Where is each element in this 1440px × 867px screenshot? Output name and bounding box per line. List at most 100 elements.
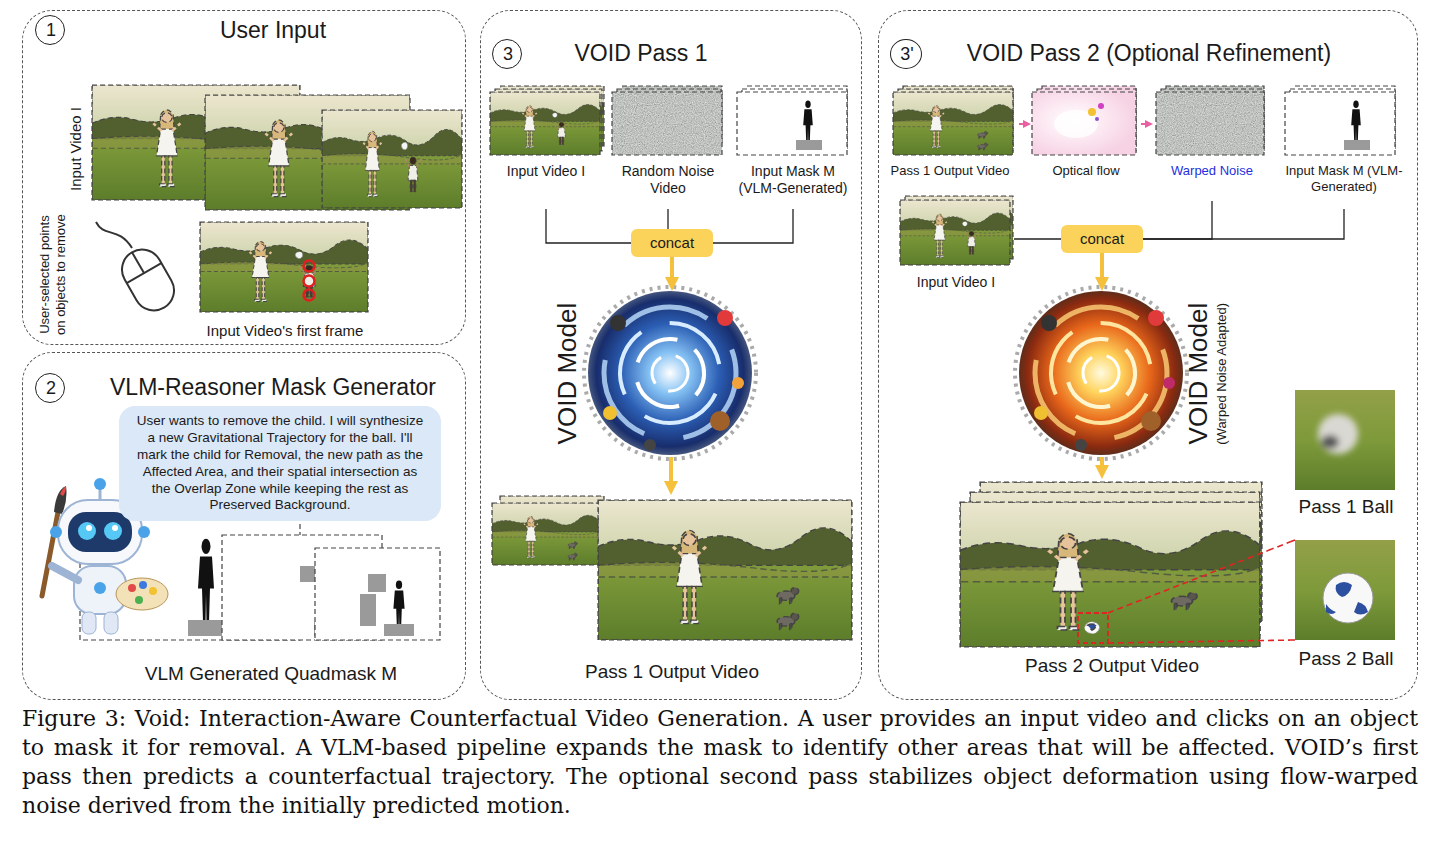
step-number: 1 bbox=[46, 20, 56, 42]
text-slot: concat bbox=[631, 229, 713, 257]
video-frames bbox=[598, 500, 852, 640]
model-swirl bbox=[1163, 377, 1175, 389]
text-slot: User-selected points on objects to remov… bbox=[28, 209, 78, 341]
video-thumbnail: Pass 2 Output Video bbox=[956, 479, 1268, 683]
text-slot: Input Mask M (VLM-Generated) bbox=[1279, 163, 1409, 209]
ball-zoom bbox=[1323, 573, 1373, 623]
stage-panel: VOID Pass 2 (Optional Refinement)3'Pass … bbox=[878, 10, 1418, 700]
mask-frames bbox=[1351, 100, 1361, 142]
connector bbox=[1100, 457, 1104, 465]
text-slot: User Input bbox=[83, 11, 463, 51]
model-swirl bbox=[588, 291, 752, 455]
optical-flow-frames bbox=[1095, 117, 1099, 121]
mouse-icon bbox=[115, 242, 182, 317]
image-label: Pass 1 Output Video bbox=[890, 163, 1009, 179]
text-slot: VOID Model bbox=[546, 291, 590, 457]
text-slot: 1 bbox=[36, 16, 66, 46]
video-frames bbox=[322, 110, 462, 208]
ball-zoom bbox=[1295, 390, 1395, 490]
robot-mascot bbox=[52, 566, 78, 580]
concat-label: concat bbox=[1080, 230, 1124, 248]
robot-mascot bbox=[138, 526, 150, 538]
image-label: Pass 1 Ball bbox=[1298, 496, 1393, 519]
video-frames bbox=[200, 222, 368, 312]
stage-panel: User Input1Input Video IInput Video's fi… bbox=[22, 10, 466, 345]
zoom-leader bbox=[1108, 540, 1295, 613]
model-swirl bbox=[1062, 334, 1141, 413]
image-label: Input Video I bbox=[917, 274, 995, 291]
video-frames bbox=[492, 503, 600, 565]
video-frames bbox=[322, 110, 462, 208]
robot-mascot bbox=[135, 596, 143, 604]
connector bbox=[1268, 542, 1291, 641]
ball-zoom bbox=[1326, 604, 1336, 614]
text-slot: concat bbox=[1061, 225, 1143, 253]
model-swirl bbox=[631, 334, 710, 413]
connector bbox=[1143, 201, 1212, 239]
model-swirl bbox=[610, 315, 626, 331]
mouse-icon bbox=[96, 222, 181, 318]
click-points bbox=[304, 261, 315, 301]
connector bbox=[670, 257, 674, 277]
step-circle: 3 bbox=[492, 39, 522, 69]
text-slot: Pass 2 Output Video bbox=[956, 649, 1268, 683]
step-circle: 1 bbox=[35, 15, 65, 45]
video-thumbnail: Random Noise Video bbox=[608, 89, 728, 209]
text-slot: 3 bbox=[493, 40, 523, 70]
noise-frames bbox=[612, 92, 722, 155]
quadmask-frames bbox=[300, 566, 316, 582]
text-slot: VOID Pass 2 (Optional Refinement) bbox=[919, 34, 1379, 74]
click-points bbox=[304, 261, 315, 272]
optical-flow-frames bbox=[1088, 108, 1096, 116]
text-slot: Input Video's first frame bbox=[191, 317, 379, 345]
mask-frames bbox=[737, 86, 1395, 155]
step-number: 2 bbox=[46, 378, 56, 400]
quadmask-frames bbox=[393, 580, 404, 628]
model-swirl bbox=[1035, 307, 1167, 439]
zoom-inset: Pass 1 Ball bbox=[1291, 389, 1401, 521]
zoom-box bbox=[1078, 613, 1108, 643]
model-swirl bbox=[1015, 287, 1187, 459]
video-thumbnail: VLM Generated Quadmask M bbox=[81, 517, 461, 691]
model-swirl bbox=[1034, 406, 1048, 420]
optical-flow-frames bbox=[1032, 86, 1136, 155]
video-frames bbox=[200, 222, 368, 312]
text-slot: Optical flow bbox=[1031, 163, 1141, 201]
mouse-icon bbox=[132, 252, 144, 273]
video-thumbnail: Input Video's first frame bbox=[191, 221, 379, 345]
text-slot: Pass 2 Ball bbox=[1291, 645, 1401, 673]
video-frames bbox=[490, 92, 600, 155]
text-slot: Warped Noise bbox=[1153, 163, 1271, 201]
robot-mascot bbox=[112, 525, 118, 531]
robot-mascot bbox=[86, 525, 92, 531]
video-thumbnail: Input Video I bbox=[898, 197, 1014, 297]
mask-frames bbox=[737, 92, 847, 155]
model-swirl bbox=[1031, 303, 1172, 444]
ball-zoom bbox=[1295, 390, 1395, 640]
video-frames bbox=[900, 200, 1010, 265]
quadmask-frames bbox=[315, 548, 440, 640]
robot-mascot bbox=[60, 486, 66, 496]
robot-mascot bbox=[139, 581, 147, 589]
robot-mascot bbox=[82, 612, 96, 634]
image-label: Optical flow bbox=[1052, 163, 1119, 179]
image-label: Input Video's first frame bbox=[207, 322, 364, 340]
connector bbox=[713, 209, 793, 243]
connector bbox=[1019, 123, 1023, 125]
robot-mascot bbox=[78, 522, 96, 540]
model-swirl bbox=[644, 439, 656, 451]
mask-frames bbox=[803, 100, 813, 142]
robot-mascot bbox=[104, 522, 122, 540]
mouse-icon bbox=[127, 263, 162, 283]
video-frames bbox=[492, 503, 600, 565]
model-swirl bbox=[584, 287, 756, 459]
model-swirl bbox=[604, 307, 736, 439]
model-swirl bbox=[1148, 310, 1164, 326]
panel-title: VOID Pass 2 (Optional Refinement) bbox=[967, 40, 1331, 68]
robot-mascot bbox=[128, 584, 136, 592]
model-swirl bbox=[1041, 315, 1057, 331]
zoom-inset: Pass 2 Ball bbox=[1291, 537, 1401, 673]
ball-zoom bbox=[1318, 414, 1358, 454]
robot-mascot bbox=[104, 612, 118, 634]
